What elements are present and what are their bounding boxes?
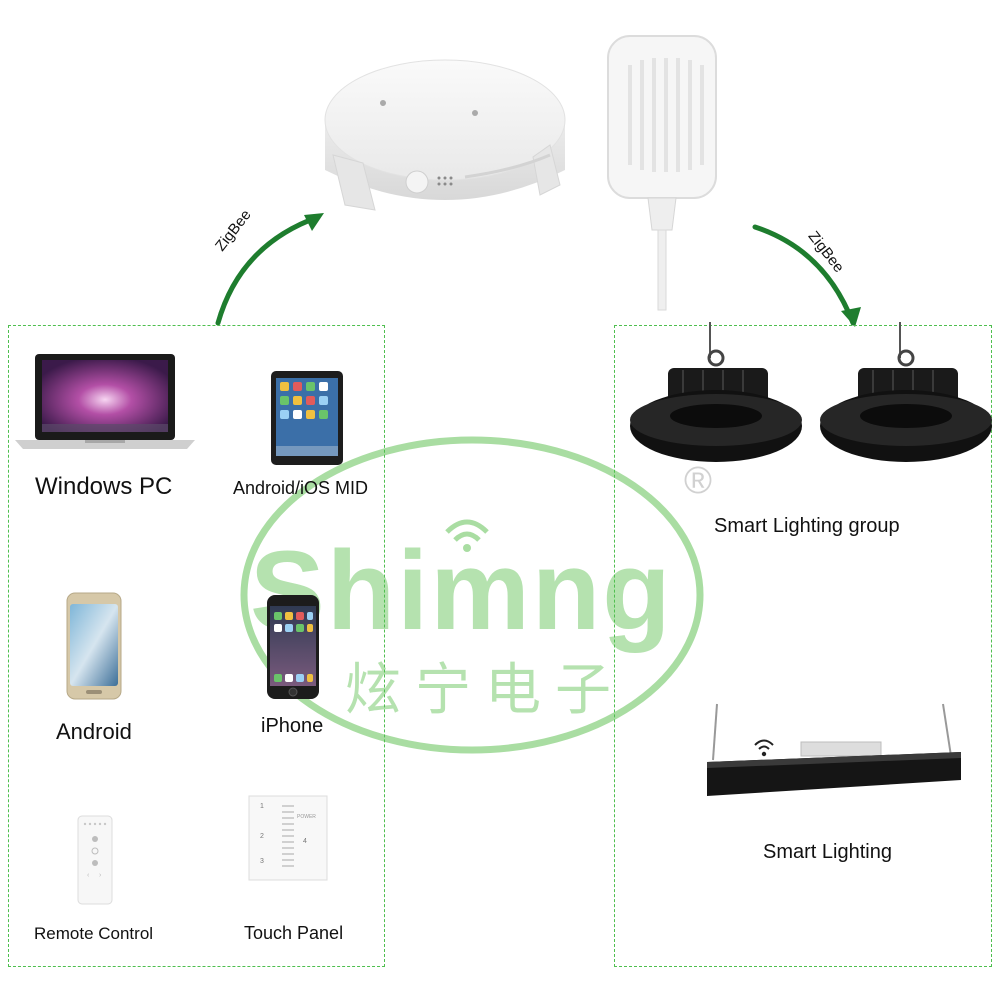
touch-panel-zone4: 4 bbox=[303, 838, 307, 845]
zigbee-hub-image bbox=[315, 45, 575, 245]
touch-panel-zone3: 3 bbox=[260, 858, 264, 865]
iphone-label: iPhone bbox=[261, 715, 323, 738]
iphone-image bbox=[266, 594, 320, 700]
power-adapter-image bbox=[600, 30, 730, 310]
touch-panel-zone1: 1 bbox=[260, 803, 264, 810]
android-phone-image bbox=[66, 592, 122, 700]
remote-control-label: Remote Control bbox=[34, 924, 153, 944]
touch-panel-power: POWER bbox=[297, 814, 316, 820]
watermark-chinese: 炫宁电子 bbox=[345, 660, 625, 720]
wifi-icon bbox=[752, 736, 776, 760]
tablet-image bbox=[270, 370, 344, 466]
remote-control-image: ‹› bbox=[77, 815, 113, 905]
android-label: Android bbox=[56, 719, 132, 745]
mid-label: Android/iOS MID bbox=[233, 478, 368, 499]
zigbee-arrow-left bbox=[200, 205, 340, 335]
touch-panel-zone2: 2 bbox=[260, 833, 264, 840]
linear-light-image bbox=[703, 700, 973, 800]
smart-lighting-label: Smart Lighting bbox=[763, 841, 892, 864]
windows-pc-label: Windows PC bbox=[35, 473, 172, 501]
high-bay-light-1-image bbox=[628, 322, 808, 472]
touch-panel-label: Touch Panel bbox=[244, 923, 343, 944]
laptop-image bbox=[15, 352, 195, 452]
high-bay-light-2-image bbox=[818, 322, 998, 472]
smart-lighting-group-label: Smart Lighting group bbox=[714, 515, 900, 538]
